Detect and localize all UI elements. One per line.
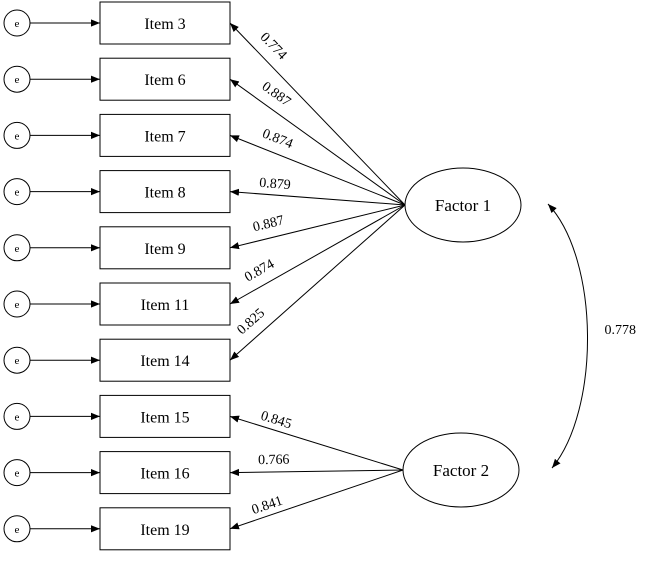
item-item19-box bbox=[99, 507, 231, 551]
factor-2-label: Factor 2 bbox=[433, 461, 489, 480]
item-item15-loading-arrow bbox=[229, 415, 404, 471]
error-term-label: e bbox=[15, 355, 20, 367]
factor-1-label: Factor 1 bbox=[435, 196, 491, 215]
item-item16-label: Item 16 bbox=[140, 466, 189, 483]
error-term-label: e bbox=[15, 18, 20, 30]
error-term-label: e bbox=[15, 187, 20, 199]
item-item9-box bbox=[99, 226, 231, 270]
item-item7-box bbox=[99, 113, 231, 157]
item-item9-loading-arrow bbox=[229, 204, 406, 250]
item-item3-loading-label: 0.774 bbox=[257, 30, 290, 63]
error-term-label: e bbox=[15, 130, 20, 142]
item-item8-label: Item 8 bbox=[144, 185, 185, 202]
correlation-label: 0.778 bbox=[605, 323, 637, 338]
item-item9-loading-label: 0.887 bbox=[252, 213, 286, 235]
item-item11-label: Item 11 bbox=[141, 297, 190, 314]
item-item15-label: Item 15 bbox=[140, 409, 189, 426]
observed-items: Item 3 Item 6 Item 7 Item 8 Item 9 Item 11 Ite… bbox=[99, 1, 231, 551]
item-item8-box bbox=[99, 170, 231, 214]
latent-factors: Factor 1 Factor 2 bbox=[402, 167, 522, 508]
factor-2-ellipse bbox=[402, 432, 520, 508]
item-item8-loading-arrow bbox=[229, 188, 406, 206]
item-item3-label: Item 3 bbox=[144, 16, 185, 33]
item-item3-loading-arrow bbox=[229, 22, 406, 206]
item-item9-label: Item 9 bbox=[144, 241, 185, 258]
item-item19-loading-label: 0.841 bbox=[250, 494, 285, 518]
item-item14-loading-label: 0.825 bbox=[235, 306, 269, 338]
item-item15-loading-label: 0.845 bbox=[259, 409, 294, 433]
error-term-label: e bbox=[15, 74, 20, 86]
item-item16-loading-arrow bbox=[229, 468, 404, 477]
item-item7-loading-label: 0.874 bbox=[260, 127, 295, 153]
item-item19-loading-arrow bbox=[229, 469, 404, 530]
item-item19-label: Item 19 bbox=[140, 522, 189, 539]
factor-1-ellipse bbox=[404, 167, 522, 243]
item-item14-box bbox=[99, 338, 231, 382]
item-item7-label: Item 7 bbox=[144, 128, 185, 145]
item-item3-box bbox=[99, 1, 231, 45]
factor-correlation: 0.778 bbox=[547, 203, 637, 469]
item-item15-box bbox=[99, 394, 231, 438]
error-term-label: e bbox=[15, 411, 20, 423]
item-item11-loading-label: 0.874 bbox=[242, 257, 277, 286]
loading-paths: 0.7740.8870.8740.8790.8870.8740.8250.845… bbox=[229, 22, 406, 530]
item-item7-loading-arrow bbox=[229, 134, 406, 206]
error-term-label: e bbox=[15, 243, 20, 255]
item-item16-loading-label: 0.766 bbox=[258, 453, 290, 468]
item-item14-loading-arrow bbox=[229, 204, 406, 361]
item-item6-label: Item 6 bbox=[144, 72, 185, 89]
item-item14-label: Item 14 bbox=[140, 353, 189, 370]
item-item8-loading-label: 0.879 bbox=[259, 176, 292, 193]
error-term-label: e bbox=[15, 468, 20, 480]
error-term-label: e bbox=[15, 299, 20, 311]
item-item16-box bbox=[99, 451, 231, 495]
correlation-arrow bbox=[547, 203, 588, 469]
item-item6-box bbox=[99, 57, 231, 101]
item-item11-loading-arrow bbox=[229, 204, 406, 305]
item-item11-box bbox=[99, 282, 231, 326]
item-item6-loading-arrow bbox=[229, 78, 406, 206]
error-terms: e e e e e e e e e e bbox=[3, 9, 100, 543]
error-term-label: e bbox=[15, 524, 20, 536]
